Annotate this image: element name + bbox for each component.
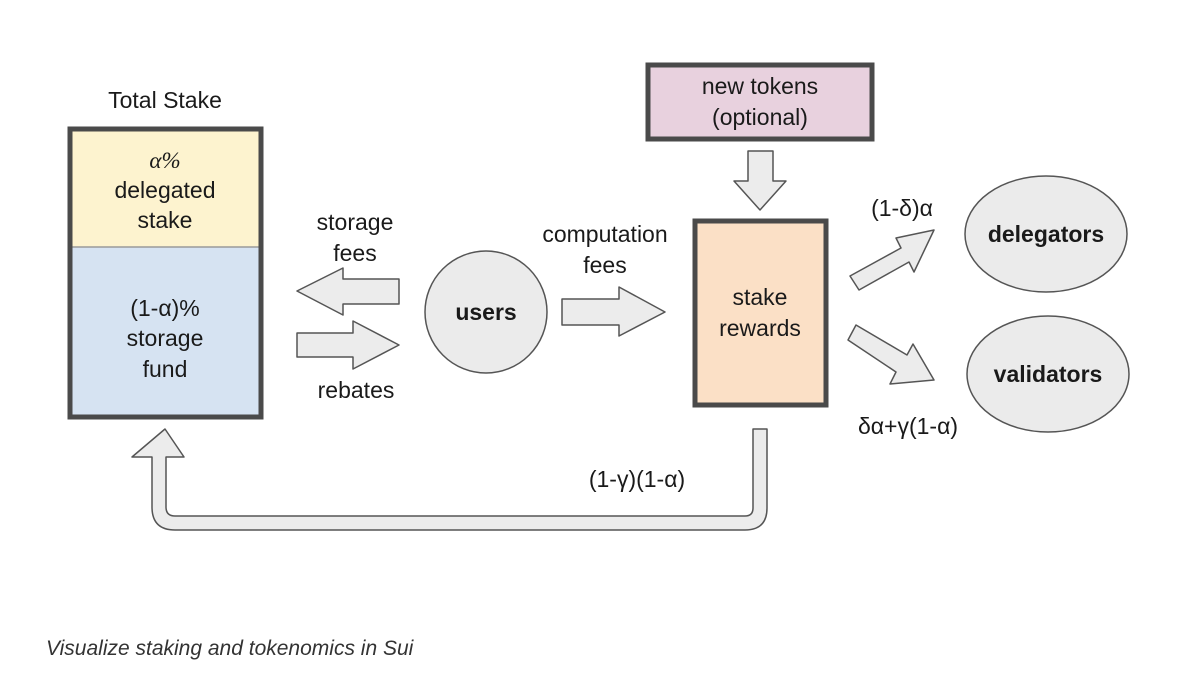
caption: Visualize staking and tokenomics in Sui bbox=[46, 637, 414, 660]
fund-label: fund bbox=[143, 356, 188, 382]
total-stake-box: α% delegated stake (1-α)% storage fund bbox=[67, 126, 264, 420]
total-stake-title: Total Stake bbox=[108, 87, 222, 113]
delegators-node bbox=[964, 175, 1128, 293]
storage-label: storage bbox=[127, 325, 204, 351]
delegator-share-label: (1-δ)α bbox=[871, 195, 933, 221]
stake-rewards-box bbox=[692, 218, 829, 408]
computation-fees-line1: computation bbox=[542, 221, 667, 247]
delegators-label: delegators bbox=[988, 221, 1104, 247]
new-tokens-box bbox=[645, 62, 875, 142]
users-label: users bbox=[455, 299, 516, 325]
storage-fees-line2: fees bbox=[333, 240, 376, 266]
return-share-label: (1-γ)(1-α) bbox=[589, 466, 685, 492]
rebates-label: rebates bbox=[318, 377, 395, 403]
computation-fees-arrow bbox=[561, 286, 666, 337]
delegators-arrow bbox=[849, 229, 935, 291]
stake-label: stake bbox=[138, 207, 193, 233]
storage-fund-section bbox=[70, 247, 261, 417]
new-tokens-arrow bbox=[733, 150, 787, 211]
storage-fees-arrow bbox=[296, 267, 400, 316]
users-node bbox=[424, 250, 548, 374]
return-arrow bbox=[131, 428, 768, 531]
new-tokens-line2: (optional) bbox=[712, 104, 808, 130]
delegated-alpha-percent: α% bbox=[149, 148, 180, 173]
delegated-label: delegated bbox=[114, 177, 215, 203]
validators-node bbox=[966, 315, 1130, 433]
validators-label: validators bbox=[994, 361, 1103, 387]
validators-arrow bbox=[847, 324, 935, 385]
stake-rewards-line2: rewards bbox=[719, 315, 801, 341]
new-tokens-line1: new tokens bbox=[702, 73, 818, 99]
rebates-arrow bbox=[296, 320, 400, 370]
computation-fees-line2: fees bbox=[583, 252, 626, 278]
delegated-stake-section bbox=[70, 129, 261, 247]
validator-share-label: δα+γ(1-α) bbox=[858, 413, 958, 439]
storage-fees-line1: storage bbox=[317, 209, 394, 235]
stake-rewards-line1: stake bbox=[733, 284, 788, 310]
storage-alpha-percent: (1-α)% bbox=[130, 295, 200, 321]
